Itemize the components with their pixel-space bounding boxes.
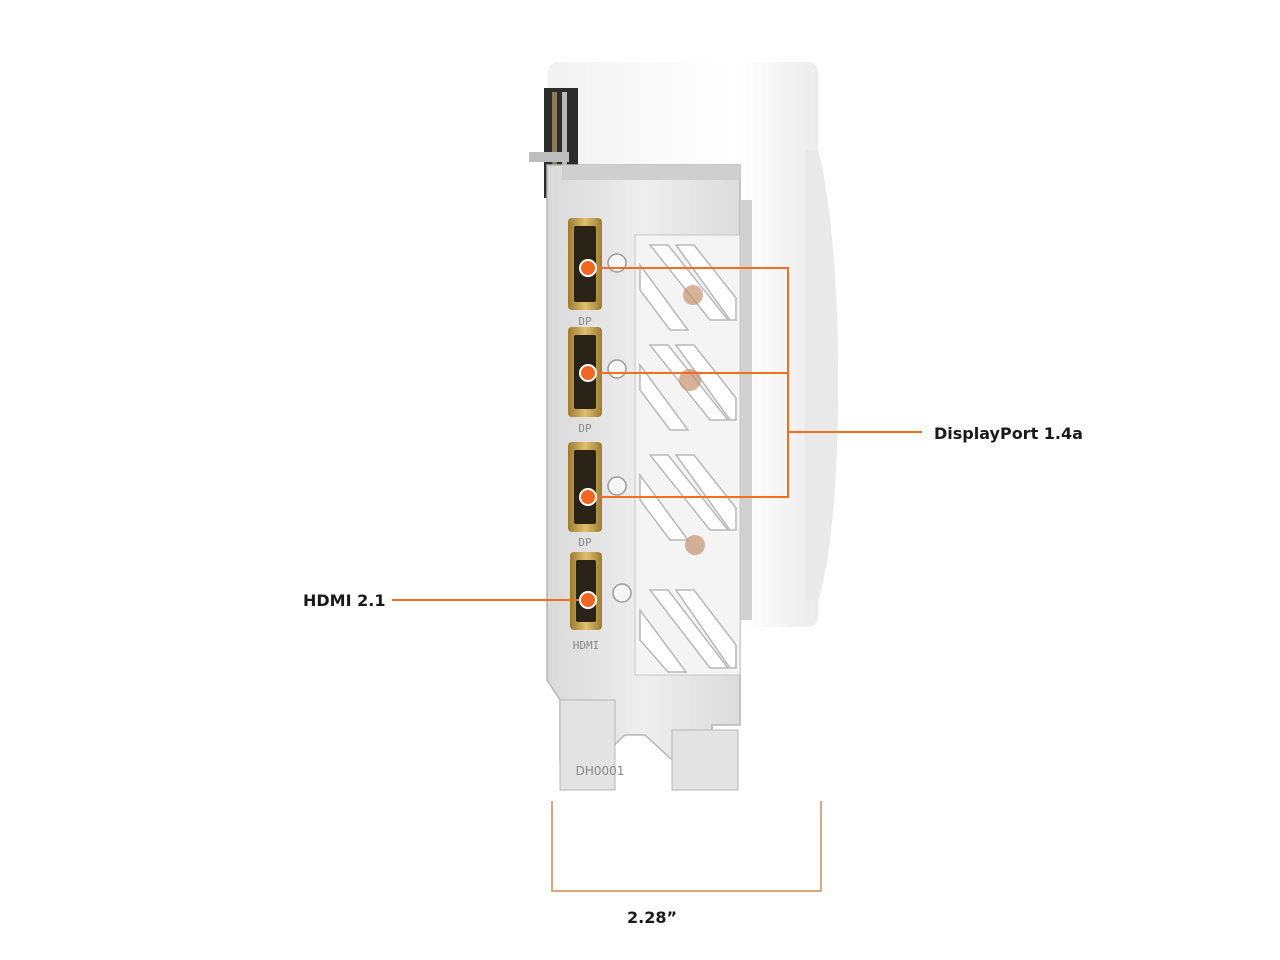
port-label-dp-3: DP xyxy=(578,536,592,549)
port-label-hdmi: HDMI xyxy=(573,639,600,652)
vent-grille xyxy=(634,234,741,676)
hdmi-label: HDMI 2.1 xyxy=(303,591,386,610)
port-label-dp-2: DP xyxy=(578,422,592,435)
width-dimension-label: 2.28” xyxy=(627,908,677,927)
width-dimension-bracket xyxy=(551,801,822,892)
hdmi-port: HDMI xyxy=(570,552,602,652)
callout-dots xyxy=(579,259,597,609)
port-group: DP DP DP HDMI xyxy=(568,218,602,652)
displayport-label: DisplayPort 1.4a xyxy=(934,424,1083,443)
bracket-marking: DH0001 xyxy=(576,764,625,778)
displayport-port-3: DP xyxy=(568,442,602,549)
displayport-callout-lines xyxy=(588,267,922,498)
port-label-dp-1: DP xyxy=(578,315,592,328)
